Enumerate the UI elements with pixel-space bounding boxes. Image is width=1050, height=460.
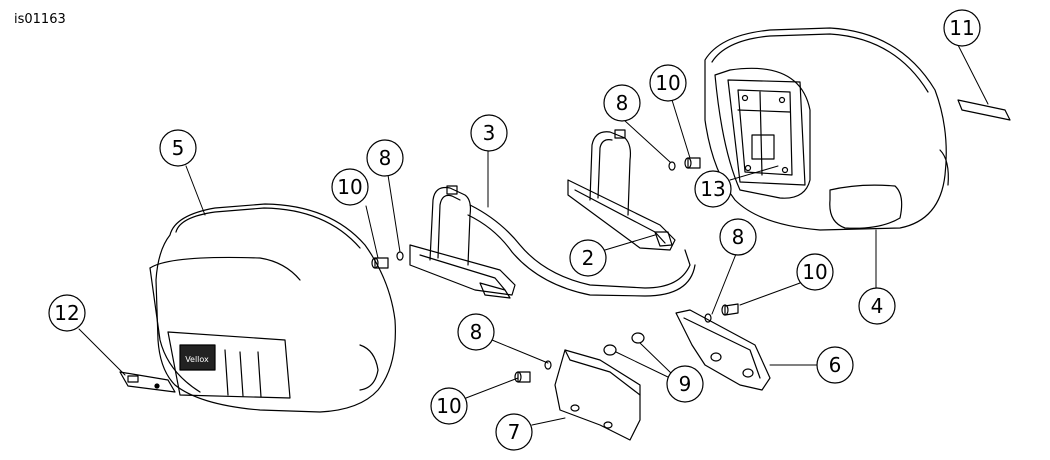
lower-bracket: [554, 349, 641, 441]
callout-circle: [366, 139, 404, 177]
right-saddlebag: [704, 27, 949, 231]
callout-7: 7: [495, 413, 533, 451]
callout-number: 10: [655, 71, 680, 95]
callout-number: 7: [508, 420, 521, 444]
callout-8: 8: [366, 139, 404, 177]
callout-circle: [430, 387, 468, 425]
leader-lines: [78, 44, 989, 426]
left-rail-bracket: [409, 185, 516, 299]
callout-8: 8: [719, 218, 757, 256]
callout-circle: [495, 413, 533, 451]
lower-bolt: [514, 360, 552, 383]
callout-number: 3: [483, 121, 496, 145]
callout-10: 10: [796, 253, 834, 291]
callout-number: 6: [829, 353, 842, 377]
callout-10: 10: [649, 64, 687, 102]
left-reflector: [119, 371, 176, 393]
callout-5: 5: [159, 129, 197, 167]
plate-bracket: [675, 309, 771, 391]
callout-circle: [649, 64, 687, 102]
callouts: 5 12 10 8 3 8 10 13 11 2 8 10 4 6 8 9 10 7: [48, 9, 981, 451]
callout-number: 9: [679, 372, 692, 396]
callout-8: 8: [603, 84, 641, 122]
callout-circle: [457, 313, 495, 351]
callout-circle: [943, 9, 981, 47]
callout-number: 2: [582, 246, 595, 270]
callout-circle: [694, 170, 732, 208]
right-rail-bracket: [567, 129, 676, 251]
nuts: [603, 332, 645, 356]
callout-12: 12: [48, 294, 86, 332]
callout-number: 11: [949, 16, 974, 40]
callout-circle: [470, 114, 508, 152]
callout-number: 10: [337, 175, 362, 199]
callout-10: 10: [331, 168, 369, 206]
plate-bolt: [704, 303, 739, 323]
callout-circle: [603, 84, 641, 122]
callout-3: 3: [470, 114, 508, 152]
callout-10: 10: [430, 387, 468, 425]
callout-circle: [666, 365, 704, 403]
callout-circle: [816, 346, 854, 384]
callout-circle: [796, 253, 834, 291]
right-upper-bolt: [668, 157, 701, 171]
callout-4: 4: [858, 287, 896, 325]
callout-number: 8: [379, 146, 392, 170]
callout-number: 12: [54, 301, 79, 325]
callout-6: 6: [816, 346, 854, 384]
callout-number: 13: [700, 177, 725, 201]
callout-8: 8: [457, 313, 495, 351]
left-saddlebag: Vellox: [149, 203, 396, 413]
badge-label: Vellox: [185, 355, 209, 364]
callout-circle: [159, 129, 197, 167]
rail-tubes: [467, 204, 696, 297]
callout-9: 9: [666, 365, 704, 403]
callout-13: 13: [694, 170, 732, 208]
callout-number: 10: [436, 394, 461, 418]
callout-circle: [858, 287, 896, 325]
left-bolt: [371, 251, 404, 269]
callout-number: 8: [732, 225, 745, 249]
callout-circle: [719, 218, 757, 256]
callout-circle: [569, 239, 607, 277]
callout-number: 8: [470, 320, 483, 344]
callout-number: 5: [172, 136, 185, 160]
callout-number: 8: [616, 91, 629, 115]
figure-id: is01163: [14, 12, 66, 27]
callout-circle: [48, 294, 86, 332]
callout-11: 11: [943, 9, 981, 47]
right-reflector: [957, 99, 1011, 121]
callout-circle: [331, 168, 369, 206]
callout-number: 4: [871, 294, 884, 318]
callout-2: 2: [569, 239, 607, 277]
callout-number: 10: [802, 260, 827, 284]
